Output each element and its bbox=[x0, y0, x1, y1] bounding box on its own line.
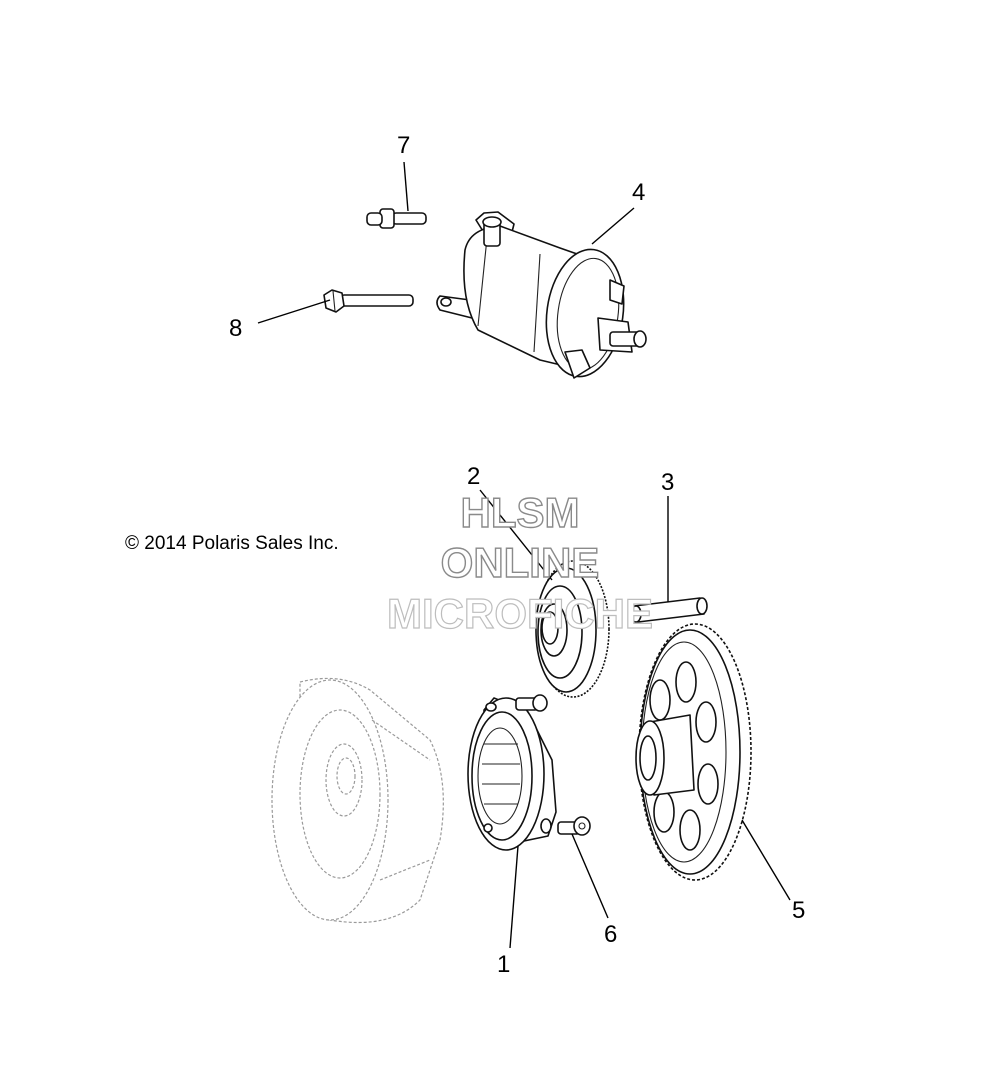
part-1-starter-clutch bbox=[467, 697, 557, 851]
watermark-line-1: HLSM bbox=[461, 489, 580, 536]
copyright-text: © 2014 Polaris Sales Inc. bbox=[125, 533, 339, 554]
callout-1: 1 bbox=[497, 951, 510, 978]
part-6-bolts bbox=[515, 694, 591, 836]
callout-5: 5 bbox=[792, 897, 805, 924]
callout-4: 4 bbox=[632, 179, 645, 206]
callout-3: 3 bbox=[661, 469, 674, 496]
part-2-idler-gear bbox=[535, 560, 610, 698]
callout-6: 6 bbox=[604, 921, 617, 948]
part-4-starter-motor bbox=[436, 211, 647, 379]
watermark-line-2: ONLINE bbox=[441, 539, 600, 586]
callout-2: 2 bbox=[467, 463, 480, 490]
part-8-long-bolt bbox=[323, 289, 414, 313]
part-7-short-bolt bbox=[366, 208, 427, 229]
callout-7: 7 bbox=[397, 132, 410, 159]
flywheel-ghost bbox=[271, 677, 444, 924]
leader-lines bbox=[257, 161, 791, 949]
watermark-line-3: MICROFICHE bbox=[387, 590, 653, 637]
callout-8: 8 bbox=[229, 315, 242, 342]
watermark: HLSM ONLINE MICROFICHE bbox=[386, 488, 653, 637]
part-5-large-gear bbox=[635, 623, 752, 881]
part-3-pin bbox=[630, 597, 708, 623]
